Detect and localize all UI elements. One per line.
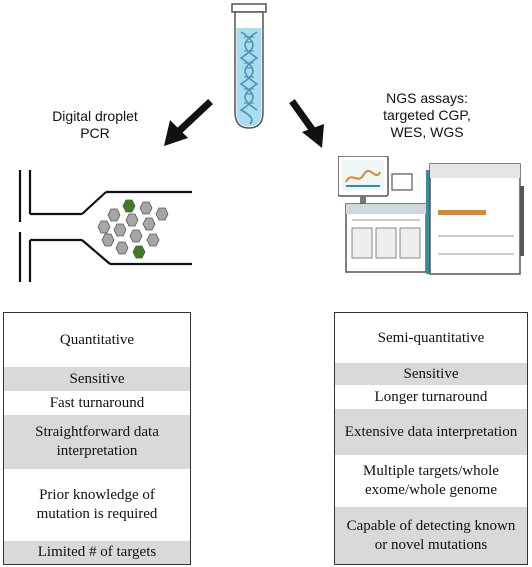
arrow-icon (289, 99, 324, 148)
sequencer-icon (338, 156, 524, 275)
right-method-title: NGS assays: targeted CGP, WES, WGS (383, 90, 471, 140)
table-row: Extensive data interpretation (335, 409, 527, 455)
table-row: Quantitative (4, 313, 190, 367)
table-row: Multiple targets/whole exome/whole genom… (335, 455, 527, 507)
left-features-table: Quantitative Sensitive Fast turnaround S… (3, 312, 191, 565)
left-method-title: Digital droplet PCR (52, 108, 138, 141)
table-row: Sensitive (4, 367, 190, 391)
droplet-chip-icon (18, 170, 192, 282)
table-row: Fast turnaround (4, 391, 190, 415)
table-row: Limited # of targets (4, 541, 190, 564)
right-features-table: Semi-quantitative Sensitive Longer turna… (334, 312, 528, 565)
arrow-icon (164, 99, 213, 146)
table-row: Straightforward data interpretation (4, 415, 190, 469)
table-row: Capable of detecting known or novel muta… (335, 507, 527, 564)
table-row: Prior knowledge of mutation is required (4, 469, 190, 541)
table-row: Longer turnaround (335, 385, 527, 409)
test-tube-icon (231, 3, 267, 129)
table-row: Semi-quantitative (335, 313, 527, 363)
table-row: Sensitive (335, 363, 527, 385)
